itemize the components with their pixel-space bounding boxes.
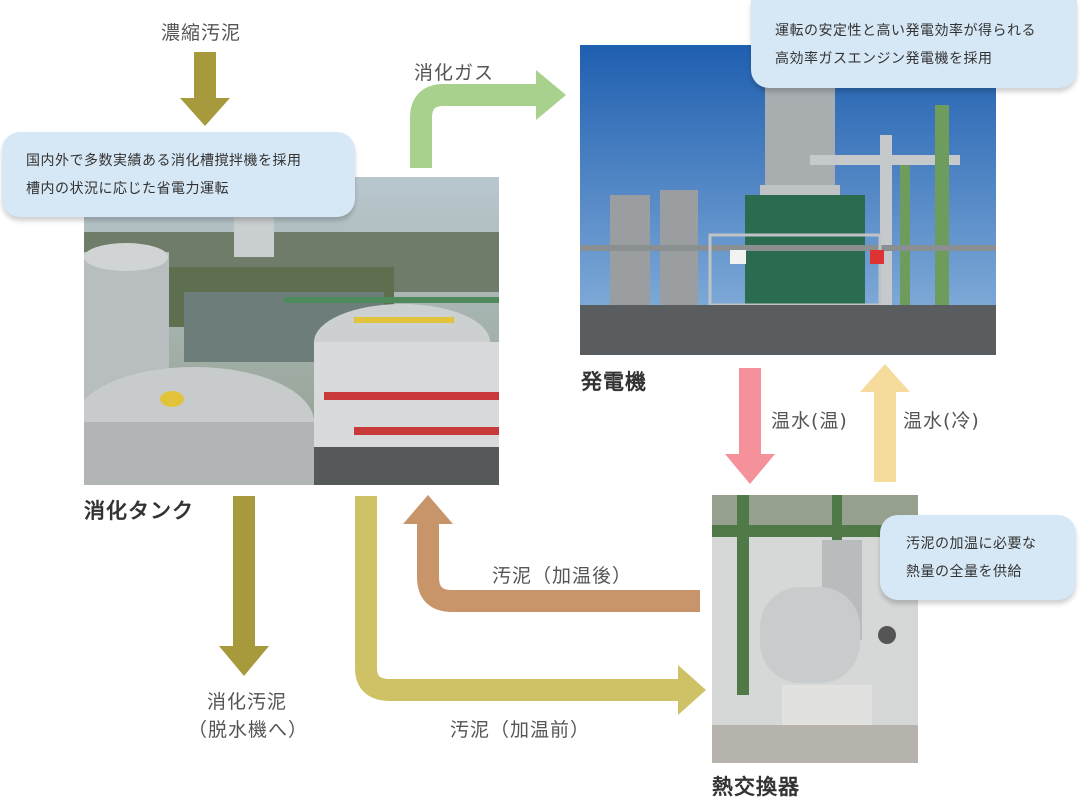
- generator-callout-line-2: 高効率ガスエンジン発電機を採用: [775, 51, 993, 67]
- sludge-after-heating-arrow: [403, 495, 700, 612]
- thickened-sludge-label: 濃縮汚泥: [161, 22, 242, 44]
- digested-sludge-arrow: [219, 496, 269, 676]
- digestion-gas-arrow: [410, 70, 566, 168]
- sludge-before-heating-label: 汚泥（加温前）: [450, 719, 591, 741]
- sludge-before-heating-arrow: [355, 496, 706, 715]
- thickened-sludge-arrow: [180, 52, 230, 126]
- digested-sludge-label-line-2: （脱水機へ）: [188, 719, 309, 741]
- digested-sludge-label: 消化汚泥 （脱水機へ）: [188, 688, 309, 744]
- hot-water-cold-label: 温水(冷): [903, 410, 980, 432]
- exchanger-callout-line-2: 熱量の全量を供給: [906, 564, 1022, 580]
- exchanger-callout: 汚泥の加温に必要な 熱量の全量を供給: [880, 515, 1076, 600]
- sludge-after-heating-label: 汚泥（加温後）: [492, 565, 633, 587]
- generator-callout-line-1: 運転の安定性と高い発電効率が得られる: [775, 23, 1036, 39]
- digestion-gas-label: 消化ガス: [414, 62, 495, 84]
- heat-exchanger-heading: 熱交換器: [712, 775, 800, 799]
- hot-water-cold-arrow: [860, 364, 910, 482]
- tank-callout: 国内外で多数実績ある消化槽撹拌機を採用 槽内の状況に応じた省電力運転: [2, 132, 355, 217]
- tank-callout-line-2: 槽内の状況に応じた省電力運転: [26, 181, 229, 197]
- generator-photo: [580, 45, 996, 355]
- digested-sludge-label-line-1: 消化汚泥: [206, 691, 287, 713]
- hot-water-warm-label: 温水(温): [771, 410, 848, 432]
- generator-callout: 運転の安定性と高い発電効率が得られる 高効率ガスエンジン発電機を採用: [751, 0, 1077, 88]
- tank-callout-line-1: 国内外で多数実績ある消化槽撹拌機を採用: [26, 153, 302, 169]
- digestion-tank-photo: [84, 177, 499, 485]
- exchanger-callout-line-1: 汚泥の加温に必要な: [906, 536, 1037, 552]
- digestion-tank-heading: 消化タンク: [84, 499, 194, 523]
- hot-water-warm-arrow: [725, 368, 775, 484]
- heat-exchanger-photo: [712, 495, 918, 763]
- generator-heading: 発電機: [581, 370, 647, 394]
